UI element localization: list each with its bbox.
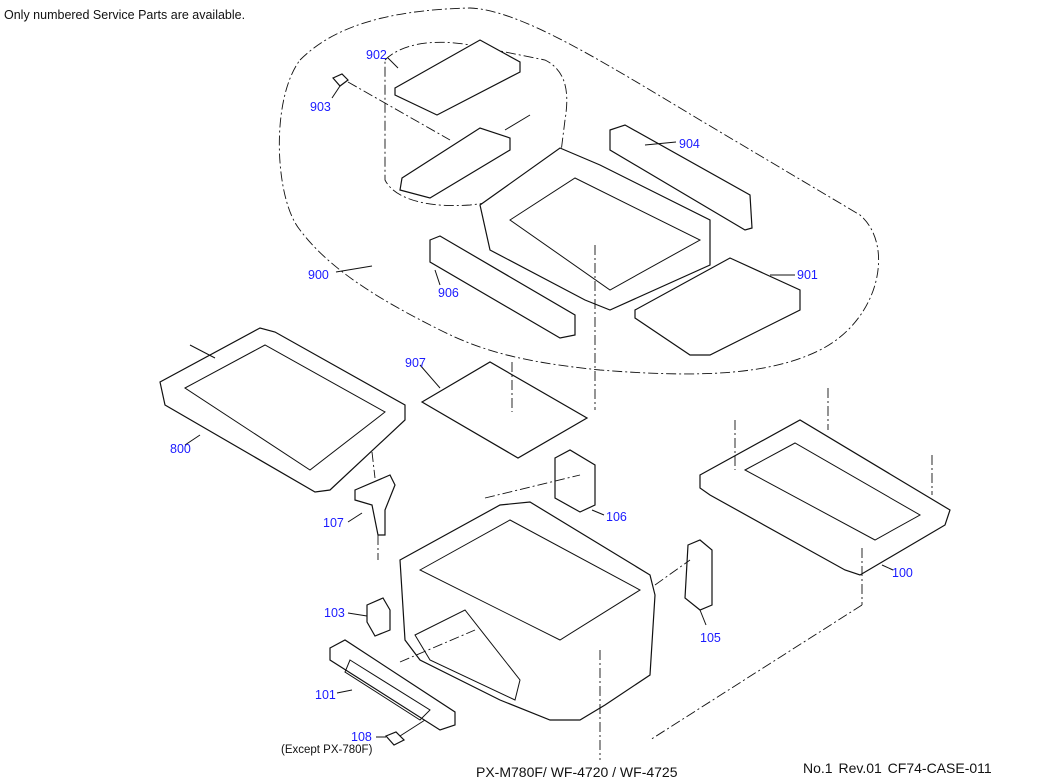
part-906-shape: [429, 235, 576, 339]
part-902-shape: [394, 39, 521, 116]
label-108: 108: [351, 730, 372, 744]
paper-guide-shape: [399, 127, 511, 199]
part-105-shape: [684, 539, 713, 611]
label-108-exception-note: (Except PX-780F): [281, 744, 373, 756]
label-903: 903: [310, 100, 331, 114]
part-101-shape: [329, 639, 456, 731]
label-907: 907: [405, 356, 426, 370]
part-903-shape: [332, 73, 349, 87]
label-800: 800: [170, 442, 191, 456]
label-900: 900: [308, 268, 329, 282]
label-105: 105: [700, 631, 721, 645]
part-904-shape: [609, 124, 753, 231]
part-800-shape: [159, 327, 406, 493]
label-904: 904: [679, 137, 700, 151]
tray-body-shape: [479, 147, 711, 311]
part-108-shape: [384, 731, 406, 746]
label-901: 901: [797, 268, 818, 282]
label-106: 106: [606, 510, 627, 524]
part-106-shape: [554, 449, 596, 513]
model-numbers: PX-M780F/ WF-4720 / WF-4725: [476, 764, 678, 780]
part-103-shape: [366, 597, 391, 637]
document-reference: No.1 Rev.01 CF74-CASE-011: [803, 760, 992, 776]
label-103: 103: [324, 606, 345, 620]
label-906: 906: [438, 286, 459, 300]
label-100: 100: [892, 566, 913, 580]
label-101: 101: [315, 688, 336, 702]
label-902: 902: [366, 48, 387, 62]
part-907-shape: [420, 361, 589, 459]
part-901-shape: [634, 257, 801, 356]
availability-note: Only numbered Service Parts are availabl…: [4, 8, 246, 22]
part-100-shape: [699, 419, 951, 576]
part-107-shape: [354, 474, 396, 536]
main-body-shape: [399, 501, 656, 721]
assembly-900-boundary: [278, 7, 880, 375]
label-107: 107: [323, 516, 344, 530]
